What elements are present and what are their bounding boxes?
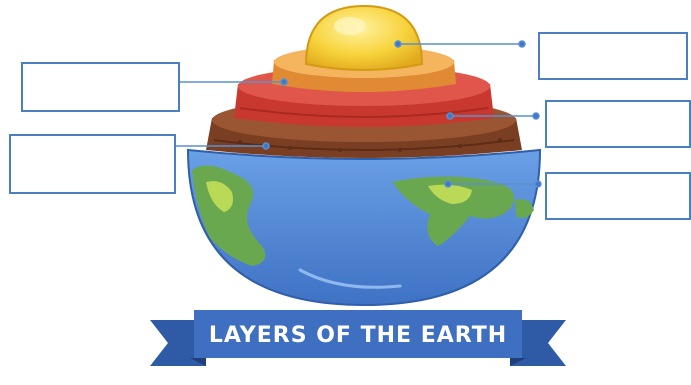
- earth-hemisphere: [188, 150, 540, 305]
- label-box-inner-core[interactable]: [538, 32, 688, 80]
- inner-core-layer: [306, 6, 422, 70]
- label-box-outer-core[interactable]: [21, 62, 180, 112]
- banner-title: LAYERS OF THE EARTH: [209, 323, 507, 348]
- label-box-surface[interactable]: [545, 172, 691, 220]
- label-box-crust[interactable]: [9, 134, 176, 194]
- label-box-mantle[interactable]: [545, 100, 691, 148]
- ribbon-banner-icon: LAYERS OF THE EARTH: [150, 310, 566, 366]
